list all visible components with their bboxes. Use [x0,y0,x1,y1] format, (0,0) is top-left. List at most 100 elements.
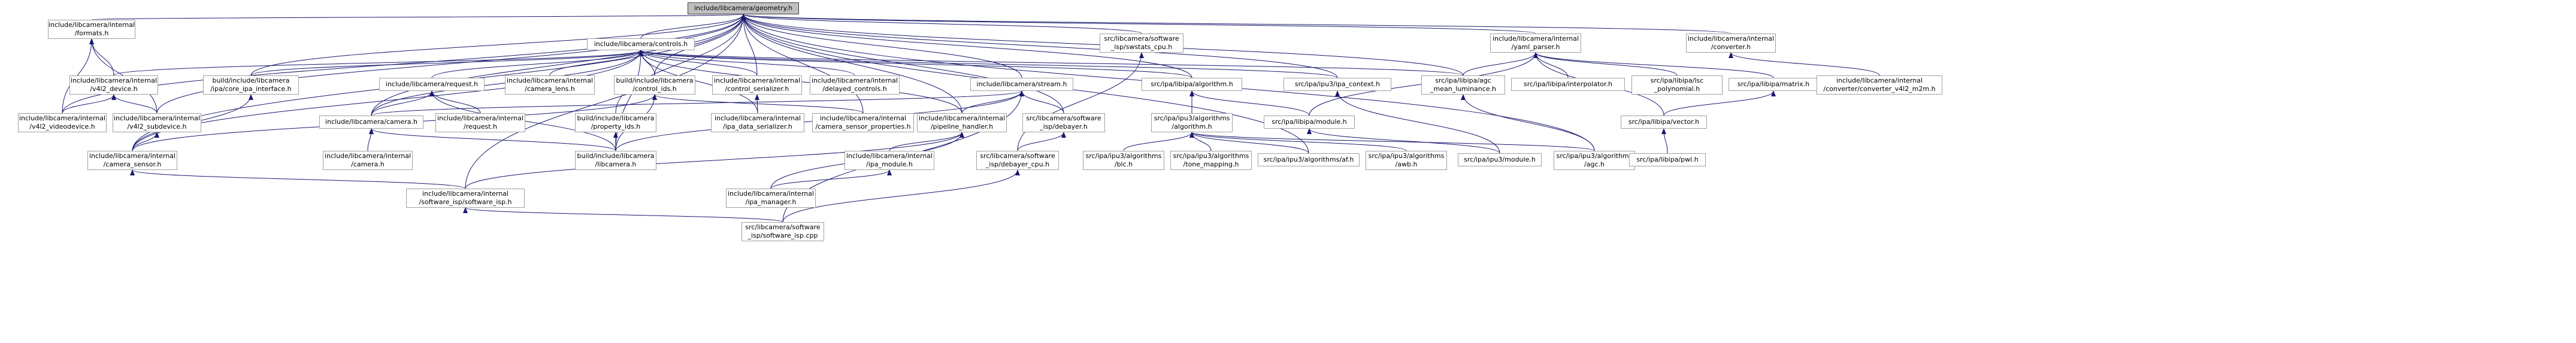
edge-camInt-to-camH [367,128,374,151]
edge-ipu3Module-to-ipu3Ctx [1335,90,1500,154]
node-request-h[interactable]: include/libcamera/request.h [379,78,485,91]
edge-v4l2vid-to-v4l2dev [62,94,116,114]
node-property-ids-h[interactable]: build/include/libcamera/property_ids.h [575,113,656,132]
node-camera-lens-h[interactable]: include/libcamera/internal/camera_lens.h [505,75,595,95]
edge-v4l2sub-to-geometry [156,14,746,114]
edge-converter-to-geometry [741,14,1732,34]
node-ipu3-module-h[interactable]: src/ipa/ipu3/module.h [1458,153,1542,166]
node-pwl-h[interactable]: src/ipa/libipa/pwl.h [1629,153,1706,166]
edge-delayed-to-controls [638,50,855,76]
edge-request-to-controls [431,50,643,78]
edge-libipaModule-to-algoH [1189,90,1310,116]
node-software-isp-cpp[interactable]: src/libcamera/software_isp/software_isp.… [741,222,824,241]
edge-debayerCpu-to-debayerH [1017,132,1066,151]
node-camera-sensor-properties-h[interactable]: include/libcamera/internal/camera_sensor… [812,113,914,132]
edge-v4l2dev-to-formats [89,38,114,76]
node-ipa-manager-h[interactable]: include/libcamera/internal/ipa_manager.h [726,189,816,208]
edge-awb-to-ipu3Algo [1189,132,1407,151]
node-vector-h[interactable]: src/ipa/libipa/vector.h [1621,116,1707,129]
node-converter-h[interactable]: include/libcamera/internal/converter.h [1686,34,1776,53]
node-v4l2-videodevice-h[interactable]: include/libcamera/internal/v4l2_videodev… [18,113,107,132]
node-core-ipa-interface-h[interactable]: build/include/libcamera/ipa/core_ipa_int… [203,75,299,95]
node-agc-mean-luminance-h[interactable]: src/ipa/libipa/agc_mean_luminance.h [1421,75,1505,95]
edge-af-to-ipu3Algo [1189,132,1309,154]
node-control-ids-h[interactable]: build/include/libcamera/control_ids.h [614,75,695,95]
edge-v4l2sub-to-v4l2dev [111,94,158,114]
edge-convM2m-to-converter [1729,52,1880,76]
edge-pwl-to-vectorH [1661,128,1668,154]
edge-camSensor-to-v4l2sub [132,132,159,151]
edge-algoH-to-controls [638,50,1192,78]
node-internal-request-h[interactable]: include/libcamera/internal/request.h [435,113,525,132]
edge-ctrlIds-to-geometry [654,14,746,76]
node-geometry-h: include/libcamera/geometry.h [688,2,799,14]
edge-ipaManager-to-ipaModule [770,169,892,189]
edge-reqInt-to-request [429,90,481,114]
node-ipa-module-h[interactable]: include/libcamera/internal/ipa_module.h [844,151,934,170]
node-pipeline-handler-h[interactable]: include/libcamera/internal/pipeline_hand… [917,113,1007,132]
node-software-isp-h[interactable]: include/libcamera/internal/software_isp/… [406,189,525,208]
node-camera-sensor-h[interactable]: include/libcamera/internal/camera_sensor… [87,151,177,170]
edge-vectorH-to-matrix [1663,90,1776,116]
node-stream-h[interactable]: include/libcamera/stream.h [970,78,1073,91]
node-control-serializer-h[interactable]: include/libcamera/internal/control_seria… [712,75,802,95]
edge-camLens-to-controls [549,50,643,76]
node-swstats-cpu-h[interactable]: src/libcamera/software_isp/swstats_cpu.h [1100,34,1183,53]
edge-ctrlSer-to-geometry [741,14,758,76]
edge-coreSpa-to-geometry [250,14,746,76]
node-yaml-parser-h[interactable]: include/libcamera/internal/yaml_parser.h [1490,34,1581,53]
edge-camSensor-to-controls [132,50,643,151]
node-libipa-algorithm-h[interactable]: src/ipa/libipa/algorithm.h [1142,78,1242,91]
edge-camH-to-stream [371,90,1024,116]
edge-agc-to-agcMean [1461,94,1595,151]
node-controls-h[interactable]: include/libcamera/controls.h [587,38,695,50]
node-blc-h[interactable]: src/ipa/ipu3/algorithms/blc.h [1083,151,1164,170]
node-awb-h[interactable]: src/ipa/ipu3/algorithms/awb.h [1366,151,1447,170]
node-ipu3-algorithms-algorithm-h[interactable]: src/ipa/ipu3/algorithms/algorithm.h [1151,113,1233,132]
edge-algoH-to-geometry [741,14,1192,78]
edge-swIsp-to-pipeHandler [465,132,964,189]
node-debayer-h[interactable]: src/libcamera/software_isp/debayer.h [1022,113,1105,132]
edge-swIsp-to-camSensor [130,169,466,189]
node-ipu3-ipa-context-h[interactable]: src/ipa/ipu3/ipa_context.h [1284,78,1391,91]
edge-agcMean-to-controls [638,50,1464,76]
node-build-libcamera-h[interactable]: build/include/libcamera/libcamera.h [575,151,656,170]
node-v4l2-subdevice-h[interactable]: include/libcamera/internal/v4l2_subdevic… [113,113,201,132]
edge-formats-to-geometry [91,14,744,20]
node-interpolator-h[interactable]: src/ipa/libipa/interpolator.h [1511,78,1625,91]
edge-ipu3Ctx-to-controls [638,50,1338,78]
edge-pipeHandler-to-stream [961,90,1024,114]
node-libipa-module-h[interactable]: src/ipa/libipa/module.h [1264,116,1355,129]
edge-yaml-to-geometry [741,14,1536,34]
edge-camSensorProps-to-geometry [741,14,864,114]
node-lsc-polynomial-h[interactable]: src/ipa/libipa/lsc_polynomial.h [1631,75,1723,95]
edge-swIsp-to-geometry [465,14,746,189]
edge-buildLibcam-to-controls [615,50,643,151]
edge-v4l2dev-to-controls [113,50,643,76]
node-matrix-h[interactable]: src/ipa/libipa/matrix.h [1729,78,1818,91]
edge-pipeHandler-to-geometry [741,14,962,114]
edge-coreSpa-to-controls [250,50,643,76]
edge-agcMean-to-yaml [1463,52,1538,76]
node-ipa-data-serializer-h[interactable]: include/libcamera/internal/ipa_data_seri… [711,113,804,132]
edge-ipaModule-to-pipeHandler [889,132,964,151]
node-agc-h[interactable]: src/ipa/ipu3/algorithms/agc.h [1554,151,1635,170]
edge-debayerCpu-to-swstats [1017,52,1144,151]
edge-lscPoly-to-yaml [1533,52,1678,76]
node-camera-h[interactable]: include/libcamera/camera.h [319,116,423,129]
node-af-h[interactable]: src/ipa/ipu3/algorithms/af.h [1258,153,1360,166]
node-internal-formats-h[interactable]: include/libcamera/internal/formats.h [48,20,135,39]
node-debayer-cpu-h[interactable]: src/libcamera/software_isp/debayer_cpu.h [976,151,1059,170]
edge-ctrlSer-to-controls [638,50,758,76]
node-v4l2-device-h[interactable]: include/libcamera/internal/v4l2_device.h [69,75,158,95]
edge-ipu3Ctx-to-geometry [741,14,1338,78]
node-converter-v4l2-m2m-h[interactable]: include/libcamera/internal/converter/con… [1817,75,1942,95]
edge-swIspCpp-to-debayerCpu [782,169,1020,223]
edge-ipu3Module-to-libipaModule [1307,128,1500,154]
node-tone-mapping-h[interactable]: src/ipa/ipu3/algorithms/tone_mapping.h [1170,151,1252,170]
edge-camSensorProps-to-ctrlIds [652,94,864,114]
edge-swstats-to-geometry [741,14,1142,34]
node-delayed-controls-h[interactable]: include/libcamera/internal/delayed_contr… [810,75,900,95]
node-internal-camera-h[interactable]: include/libcamera/internal/camera.h [323,151,413,170]
